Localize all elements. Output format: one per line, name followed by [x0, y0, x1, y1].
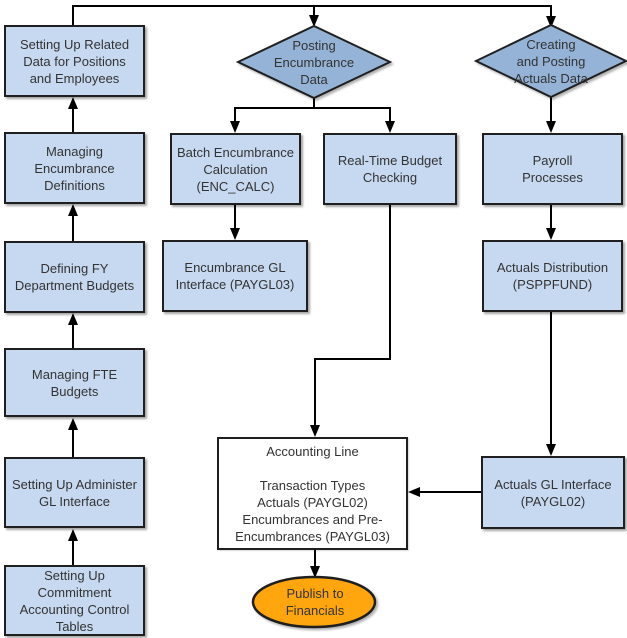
connector	[313, 5, 315, 15]
connector	[72, 540, 74, 566]
node-encumbrance-gl-interface: Encumbrance GL Interface (PAYGL03)	[162, 240, 308, 312]
arrowhead	[68, 97, 78, 109]
connector	[550, 205, 552, 229]
decision-label-posting-encumbrance: Posting Encumbrance Data	[273, 37, 355, 87]
connector	[550, 312, 552, 445]
arrowhead	[546, 228, 556, 240]
arrowhead	[546, 444, 556, 456]
node-actuals-distribution: Actuals Distribution (PSPPFUND)	[482, 240, 623, 312]
arrowhead	[230, 228, 240, 240]
arrowhead	[68, 529, 78, 541]
arrowhead	[408, 487, 420, 497]
node-setting-up-related-data: Setting Up Related Data for Positions an…	[4, 25, 145, 97]
arrowhead	[68, 418, 78, 430]
decision-diamond-posting-encumbrance	[236, 24, 392, 100]
connector	[234, 107, 236, 122]
connector	[314, 358, 391, 360]
node-real-time-budget-checking: Real-Time Budget Checking	[323, 133, 457, 205]
connector	[234, 107, 391, 109]
connector	[72, 5, 74, 26]
connector	[72, 5, 552, 7]
node-accounting-line: Accounting Line Transaction Types Actual…	[217, 437, 408, 550]
terminator-label-publish: Publish to Financials	[285, 586, 345, 618]
connector	[72, 108, 74, 133]
connector	[314, 550, 316, 567]
arrowhead	[310, 425, 320, 437]
node-setting-up-commitment-accounting: Setting Up Commitment Accounting Control…	[4, 565, 145, 636]
arrowhead	[68, 204, 78, 216]
decision-label-creating-actuals: Creating and Posting Actuals Data	[514, 36, 588, 86]
connector	[389, 205, 391, 360]
arrowhead	[309, 15, 319, 27]
arrowhead	[385, 121, 395, 133]
arrowhead	[546, 16, 556, 28]
node-actuals-gl-interface: Actuals GL Interface (PAYGL02)	[481, 456, 625, 529]
decision-diamond-creating-actuals	[474, 23, 627, 99]
connector	[72, 215, 74, 242]
connector	[314, 358, 316, 426]
terminator-publish-to-financials	[251, 575, 377, 629]
node-setting-up-administer-gl-interface: Setting Up Administer GL Interface	[4, 457, 145, 528]
arrowhead	[310, 566, 320, 578]
node-managing-encumbrance-definitions: Managing Encumbrance Definitions	[4, 132, 145, 204]
connector	[234, 205, 236, 229]
arrowhead	[68, 313, 78, 325]
arrowhead	[230, 121, 240, 133]
node-batch-encumbrance-calculation: Batch Encumbrance Calculation (ENC_CALC)	[170, 133, 301, 205]
connector	[313, 97, 315, 108]
arrowhead	[546, 121, 556, 133]
node-defining-fy-department-budgets: Defining FY Department Budgets	[4, 241, 145, 313]
connector	[550, 93, 552, 122]
connector	[550, 5, 552, 16]
node-payroll-processes: Payroll Processes	[482, 133, 623, 205]
connector	[389, 107, 391, 122]
node-managing-fte-budgets: Managing FTE Budgets	[4, 348, 145, 417]
connector	[420, 491, 481, 493]
connector	[72, 429, 74, 458]
connector	[72, 324, 74, 349]
